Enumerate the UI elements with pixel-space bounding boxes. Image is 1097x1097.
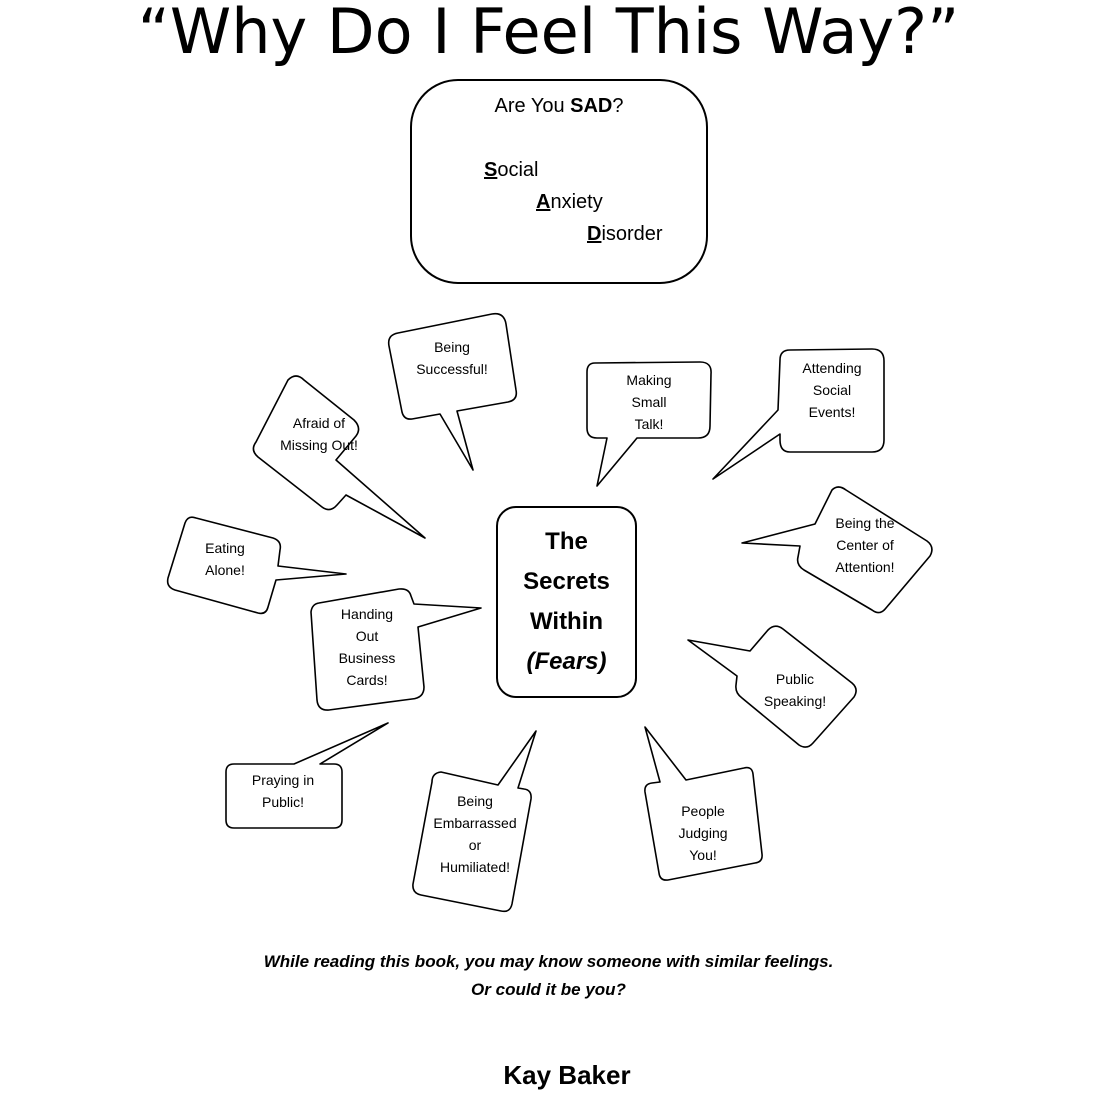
bubble-eating-alone (166, 516, 347, 615)
bubble-making-small-talk (586, 361, 712, 487)
bubble-text-center-of-attention: Being the Center of Attention! (815, 512, 915, 578)
bubble-text-being-successful: Being Successful! (402, 336, 502, 380)
center-line-the: The (545, 528, 588, 555)
tagline-line-1: While reading this book, you may know so… (263, 952, 834, 971)
bubble-line: Attention! (835, 559, 895, 575)
sad-question: Are You SAD? (412, 95, 706, 118)
bubble-line: or (468, 837, 482, 853)
bubble-line: Afraid of (292, 415, 346, 431)
bubble-text-attending-social-events: Attending Social Events! (782, 357, 882, 423)
center-line-fears: (Fears) (526, 648, 607, 675)
bubble-line: Making (626, 372, 672, 388)
bubble-line: Being the (835, 515, 895, 531)
bubble-public-speaking (687, 625, 857, 748)
bubble-line: Humiliated! (439, 859, 511, 875)
bubble-handing-out-cards (310, 588, 482, 711)
sad-word-social: ocial (497, 159, 539, 181)
bubble-line: Business (338, 650, 396, 666)
bubble-line: Judging (678, 825, 728, 841)
sad-question-suffix: ? (612, 95, 624, 117)
center-line-within: Within (529, 608, 604, 635)
sad-word-anxiety: nxiety (550, 191, 603, 213)
sad-letter-s: S (484, 159, 498, 181)
bubble-attending-social-events (712, 348, 885, 480)
bubble-line: Out (355, 628, 379, 644)
bubble-line: Social (812, 382, 852, 398)
center-line-secrets: Secrets (523, 568, 610, 595)
sad-letter-d: D (587, 223, 602, 245)
center-secrets-box: The Secrets Within (Fears) (496, 506, 637, 698)
bubble-line: Missing Out! (280, 437, 358, 453)
bubble-line: Being (457, 793, 493, 809)
sad-word-disorder: isorder (601, 223, 663, 245)
bubble-text-handing-out-cards: Handing Out Business Cards! (317, 603, 417, 691)
bubble-line: Cards! (346, 672, 388, 688)
sad-line-disorder: Disorder (587, 223, 663, 246)
bubble-text-making-small-talk: Making Small Talk! (599, 369, 699, 435)
tagline-line-2: Or could it be you? (471, 980, 626, 999)
sad-line-social: Social (484, 159, 538, 182)
bubble-line: Embarrassed (433, 815, 517, 831)
bubble-text-being-embarrassed: Being Embarrassed or Humiliated! (420, 790, 530, 878)
bubble-line: Public (775, 671, 815, 687)
sad-question-prefix: Are You (494, 95, 571, 117)
bubble-being-embarrassed (412, 730, 537, 913)
bubble-line: Public! (261, 794, 305, 810)
bubble-line: Handing (340, 606, 394, 622)
bubble-text-public-speaking: Public Speaking! (745, 668, 845, 712)
sad-line-anxiety: Anxiety (536, 191, 603, 214)
bubble-people-judging (644, 726, 763, 881)
author-name: Kay Baker (503, 1060, 631, 1090)
sad-letter-a: A (536, 191, 551, 213)
book-title: “Why Do I Feel This Way?” (137, 0, 960, 68)
bubble-text-people-judging: People Judging You! (653, 800, 753, 866)
bubble-being-successful (387, 312, 518, 471)
bubble-line: Praying in (251, 772, 315, 788)
sad-question-bold: SAD (570, 95, 613, 117)
bubble-praying-in-public (225, 722, 389, 829)
bubble-line: You! (689, 847, 717, 863)
bubble-line: Being (434, 339, 470, 355)
bubble-line: Speaking! (763, 693, 827, 709)
bubble-text-praying-in-public: Praying in Public! (233, 769, 333, 813)
bubble-line: Events! (808, 404, 856, 420)
bubble-line: People (681, 803, 725, 819)
bubble-center-of-attention (741, 486, 933, 614)
sad-acronym-box: Are You SAD? Social Anxiety Disorder (410, 79, 708, 284)
bubble-line: Alone! (205, 562, 245, 578)
bubble-line: Small (631, 394, 667, 410)
bubble-line: Successful! (416, 361, 488, 377)
bubble-line: Center of (836, 537, 894, 553)
bubble-text-afraid-missing-out: Afraid of Missing Out! (269, 412, 369, 456)
bubble-line: Talk! (634, 416, 664, 432)
bubble-afraid-missing-out (252, 375, 426, 539)
bubble-text-eating-alone: Eating Alone! (175, 537, 275, 581)
bubble-line: Eating (205, 540, 245, 556)
bubble-line: Attending (802, 360, 862, 376)
